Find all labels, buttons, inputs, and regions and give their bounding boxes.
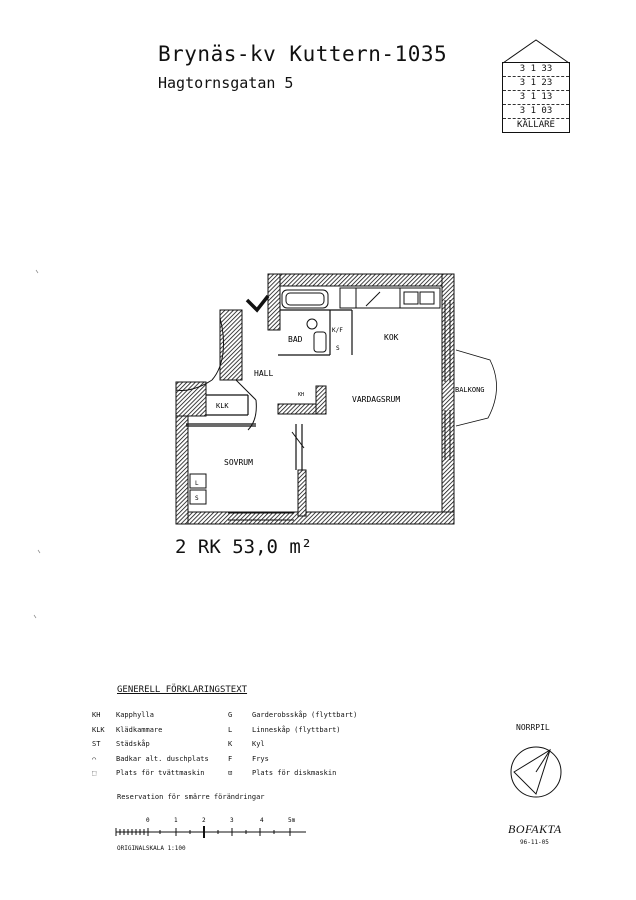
- scale-tick: 3: [230, 817, 234, 824]
- room-label-kok: KOK: [384, 333, 399, 342]
- document-title: Brynäs-kv Kuttern-1035: [158, 42, 448, 66]
- scale-label: ORIGINALSKALA 1:100: [117, 845, 186, 852]
- legend-item: ⊡Plats för diskmaskin: [228, 769, 337, 777]
- scale-tick: 0: [146, 817, 150, 824]
- floor-row: 3 1 13: [503, 91, 569, 105]
- room-label-balkong: BALKONG: [455, 386, 485, 394]
- label-kf: K/F: [332, 327, 343, 334]
- room-label-sovrum: SOVRUM: [224, 458, 253, 467]
- floor-row: 3 1 33: [503, 63, 569, 77]
- legend-item: ⬚Plats för tvättmaskin: [92, 769, 205, 777]
- north-label: NORRPIL: [516, 723, 550, 732]
- room-label-bad: BAD: [288, 335, 303, 344]
- floor-row: 3 1 23: [503, 77, 569, 91]
- label-s2: S: [195, 495, 199, 502]
- apartment-area: 2 RK 53,0 m²: [175, 536, 313, 558]
- scale-tick: 4: [260, 817, 264, 824]
- brand-date: 96-11-05: [520, 839, 549, 846]
- label-s: S: [336, 345, 340, 352]
- basement-row: KÄLLARE: [517, 120, 555, 130]
- room-label-hall: HALL: [254, 369, 273, 378]
- address: Hagtornsgatan 5: [158, 74, 294, 92]
- roof-icon: [502, 39, 570, 64]
- room-label-vardagsrum: VARDAGSRUM: [352, 395, 400, 404]
- scale-tick: 2: [202, 817, 206, 824]
- reservation-note: Reservation för smärre förändringar: [117, 793, 265, 801]
- north-arrow-icon: [510, 746, 562, 798]
- label-kh: KH: [298, 392, 304, 398]
- scale-tick: 1: [174, 817, 178, 824]
- scale-bar: 0 1 2 3 4 5m: [115, 817, 306, 838]
- brand-logo: BOFAKTA: [508, 822, 562, 836]
- legend-title: GENERELL FÖRKLARINGSTEXT: [117, 685, 248, 695]
- floor-indicator: 3 1 33 3 1 23 3 1 13 3 1 03 KÄLLARE: [502, 62, 570, 133]
- scale-tick: 5m: [288, 817, 296, 824]
- floor-row: 3 1 03: [503, 105, 569, 119]
- room-label-klk: KLK: [216, 402, 229, 410]
- legend-item: ⌒Badkar alt. duschplats: [92, 754, 209, 763]
- label-l: L: [195, 480, 199, 487]
